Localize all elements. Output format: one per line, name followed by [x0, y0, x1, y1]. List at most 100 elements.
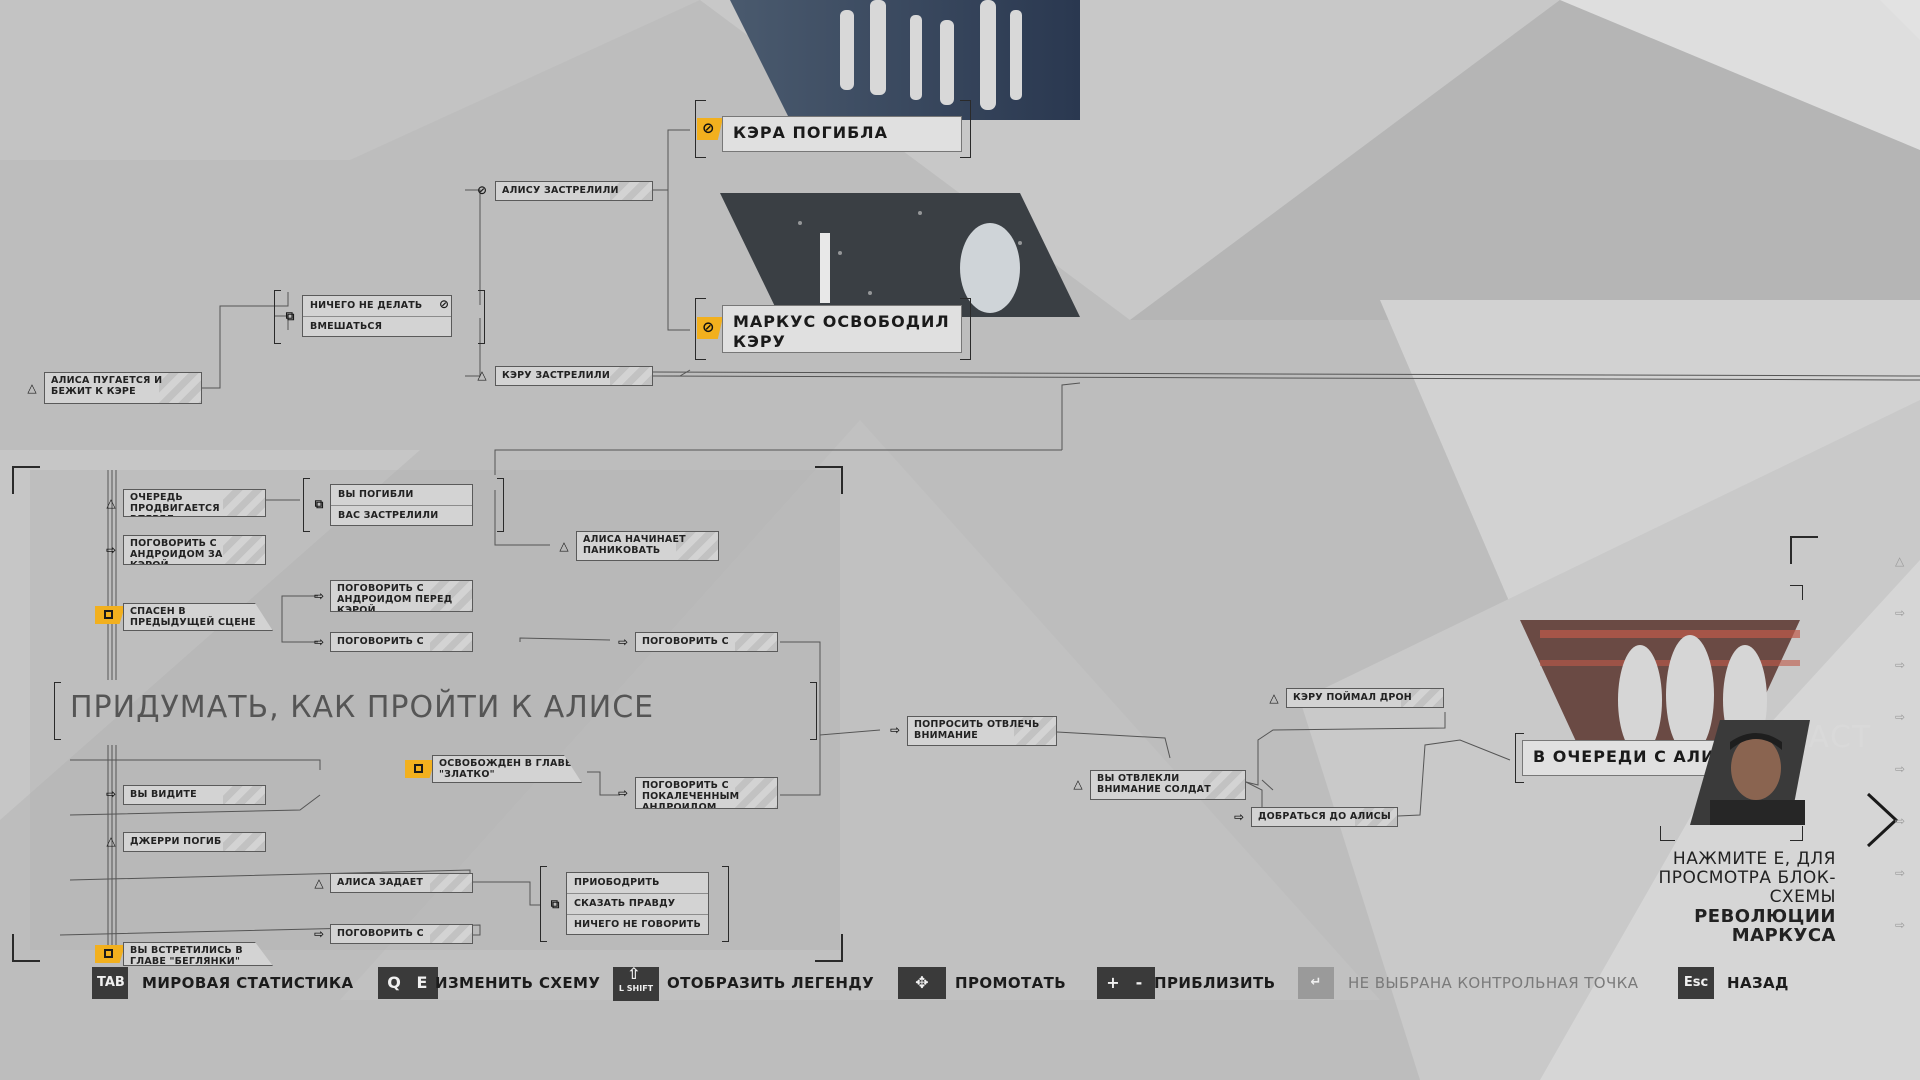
controls-bar: TAB МИРОВАЯ СТАТИСТИКА Q E ИЗМЕНИТЬ СХЕМ… — [0, 960, 1920, 1008]
choice-icon: ⧉ — [285, 309, 295, 323]
arrow-right-icon: ⇨ — [105, 543, 117, 557]
thumb-queue-alice — [1520, 620, 1800, 750]
lock-icon — [95, 945, 125, 963]
node-distracted-soldier[interactable]: ВЫ ОТВЛЕКЛИ ВНИМАНИЕ СОЛДАТ — [1090, 770, 1246, 800]
minus-key[interactable]: - — [1123, 967, 1155, 999]
triangle-icon: △ — [27, 381, 37, 395]
bracket-corner — [1515, 733, 1524, 783]
triangle-icon: △ — [106, 834, 116, 848]
arrow-right-icon: ⇨ — [617, 786, 629, 800]
shift-arrow-icon: ⇧ — [627, 964, 641, 983]
node-queue-moves[interactable]: ОЧЕРЕДЬ ПРОДВИГАЕТСЯ ВПЕРЕД — [123, 489, 266, 517]
bracket-corner — [497, 478, 504, 532]
arrow-right-icon: ⇨ — [313, 927, 325, 941]
scroll-icon[interactable]: ✥ — [898, 967, 946, 999]
bracket-corner — [1790, 536, 1818, 564]
bracket-corner — [695, 100, 706, 158]
arrow-right-icon: ⇨ — [1233, 810, 1245, 824]
markus-avatar — [1690, 720, 1810, 825]
checkpoint-key: ↵ — [1298, 967, 1334, 999]
arrow-right-icon: ⇨ — [617, 635, 629, 649]
choice-tell-truth[interactable]: СКАЗАТЬ ПРАВДУ — [567, 894, 708, 915]
node-kara-shot[interactable]: КЭРУ ЗАСТРЕЛИЛИ — [495, 366, 653, 386]
outcome-markus-freed[interactable]: МАРКУС ОСВОБОДИЛ КЭРУ — [722, 305, 962, 353]
tab-key[interactable]: TAB — [92, 967, 128, 999]
section-corner-bl — [12, 934, 40, 962]
blocked-icon: ⊘ — [438, 297, 450, 311]
section-title: ПРИДУМАТЬ, КАК ПРОЙТИ К АЛИСЕ — [70, 690, 655, 725]
no-checkpoint-label: НЕ ВЫБРАНА КОНТРОЛЬНАЯ ТОЧКА — [1348, 974, 1639, 992]
outcome-kara-died[interactable]: КЭРА ПОГИБЛА — [722, 116, 962, 152]
section-corner-br — [815, 934, 843, 962]
bracket-corner — [1790, 826, 1803, 841]
bracket-corner — [722, 866, 729, 942]
node-ask-distract[interactable]: ПОПРОСИТЬ ОТВЛЕЧЬ ВНИМАНИЕ — [907, 716, 1057, 746]
thumb-markus-freed — [720, 193, 1080, 317]
kara-died-badge — [697, 118, 723, 140]
flowchart-hint: НАЖМИТЕ E, ДЛЯ ПРОСМОТРА БЛОК- СХЕМЫ РЕВ… — [1658, 849, 1836, 946]
node-jerry-died[interactable]: ДЖЕРРИ ПОГИБ — [123, 832, 266, 852]
bracket-corner — [695, 298, 706, 360]
choice-do-nothing[interactable]: НИЧЕГО НЕ ДЕЛАТЬ — [303, 296, 451, 317]
node-talk-damaged[interactable]: ПОГОВОРИТЬ С ПОКАЛЕЧЕННЫМ АНДРОИДОМ — [635, 777, 778, 809]
section-corner-tr — [815, 466, 843, 494]
node-talk-android-front[interactable]: ПОГОВОРИТЬ С АНДРОИДОМ ПЕРЕД КЭРОЙ — [330, 580, 473, 612]
esc-key[interactable]: Esc — [1678, 967, 1714, 999]
choice-say-nothing[interactable]: НИЧЕГО НЕ ГОВОРИТЬ — [574, 919, 701, 930]
choice-you-died[interactable]: ВЫ ПОГИБЛИ — [331, 485, 472, 506]
show-legend-label[interactable]: ОТОБРАЗИТЬ ЛЕГЕНДУ — [667, 974, 875, 992]
bracket-corner — [478, 290, 485, 344]
lock-icon — [95, 606, 125, 624]
markus-freed-badge — [697, 317, 723, 339]
choice-cheer-up[interactable]: ПРИОБОДРИТЬ — [567, 873, 708, 894]
node-saved-prev-scene[interactable]: СПАСЕН В ПРЕДЫДУЩЕЙ СЦЕНЕ — [123, 603, 273, 631]
chapter-label-queue[interactable]: В ОЧЕРЕДИ С АЛИС — [1522, 740, 1732, 776]
node-choice-group-1: НИЧЕГО НЕ ДЕЛАТЬ ВМЕШАТЬСЯ — [302, 295, 452, 337]
blocked-icon: ⊘ — [476, 183, 488, 197]
zoom-label[interactable]: ПРИБЛИЗИТЬ — [1154, 974, 1276, 992]
node-met-runaways[interactable]: ВЫ ВСТРЕТИЛИСЬ В ГЛАВЕ "БЕГЛЯНКИ" — [123, 942, 273, 966]
triangle-icon: △ — [314, 876, 324, 890]
node-reach-alice[interactable]: ДОБРАТЬСЯ ДО АЛИСЫ — [1251, 807, 1398, 827]
next-chapter-arrow-icon[interactable] — [1862, 790, 1902, 850]
choice-you-were-shot[interactable]: ВАС ЗАСТРЕЛИЛИ — [338, 510, 439, 521]
node-freed-zlatko[interactable]: ОСВОБОЖДЕН В ГЛАВЕ "ЗЛАТКО" — [432, 755, 582, 783]
node-choice-group-3: ПРИОБОДРИТЬ СКАЗАТЬ ПРАВДУ НИЧЕГО НЕ ГОВ… — [566, 872, 709, 935]
node-alice-panics[interactable]: АЛИСА НАЧИНАЕТ ПАНИКОВАТЬ — [576, 531, 719, 561]
node-alice-shot[interactable]: АЛИСУ ЗАСТРЕЛИЛИ — [495, 181, 653, 201]
section-corner-tl — [12, 466, 40, 494]
node-talk-jerry[interactable]: ПОГОВОРИТЬ С ДЖЕРРИ — [635, 632, 778, 652]
arrow-right-icon: ⇨ — [313, 635, 325, 649]
node-alice-asks[interactable]: АЛИСА ЗАДАЕТ ВОПРОСЫ — [330, 873, 473, 893]
bracket-corner — [960, 298, 971, 360]
lock-icon — [405, 760, 435, 778]
arrow-right-icon: ⇨ — [313, 589, 325, 603]
bracket-corner — [274, 290, 281, 344]
bracket-corner — [54, 682, 61, 740]
bracket-corner — [810, 682, 817, 740]
bracket-corner — [540, 866, 547, 942]
node-talk-android-behind[interactable]: ПОГОВОРИТЬ С АНДРОИДОМ ЗА КЭРОЙ — [123, 535, 266, 565]
back-label[interactable]: НАЗАД — [1727, 974, 1789, 992]
faded-side-icons: △⇨⇨⇨⇨⇨⇨⇨ — [1895, 554, 1906, 932]
shift-key[interactable]: ⇧ L SHIFT — [613, 964, 659, 1001]
bracket-corner — [1660, 826, 1675, 841]
bracket-corner — [1790, 585, 1803, 600]
q-key[interactable]: Q — [378, 967, 410, 999]
node-kara-caught-drone[interactable]: КЭРУ ПОЙМАЛ ДРОН — [1286, 688, 1444, 708]
node-alice-scared[interactable]: АЛИСА ПУГАЕТСЯ И БЕЖИТ К КЭРЕ — [44, 372, 202, 404]
node-talk-ralph[interactable]: ПОГОВОРИТЬ С РАЛЬФОМ — [330, 924, 473, 944]
world-stats-label[interactable]: МИРОВАЯ СТАТИСТИКА — [142, 974, 354, 992]
node-see-guards[interactable]: ВЫ ВИДИТЕ ОХРАННИКОВ — [123, 785, 266, 805]
choice-icon: ⧉ — [550, 897, 560, 911]
node-talk-luther[interactable]: ПОГОВОРИТЬ С ЛЮТЕРОМ — [330, 632, 473, 652]
thumb-kara-died — [730, 0, 1080, 120]
choice-intervene[interactable]: ВМЕШАТЬСЯ — [310, 321, 383, 332]
scroll-label[interactable]: ПРОМОТАТЬ — [955, 974, 1067, 992]
bracket-corner — [303, 478, 310, 532]
triangle-icon: △ — [1269, 691, 1279, 705]
change-scheme-label[interactable]: ИЗМЕНИТЬ СХЕМУ — [435, 974, 601, 992]
e-key[interactable]: E — [406, 967, 438, 999]
triangle-icon: △ — [106, 496, 116, 510]
